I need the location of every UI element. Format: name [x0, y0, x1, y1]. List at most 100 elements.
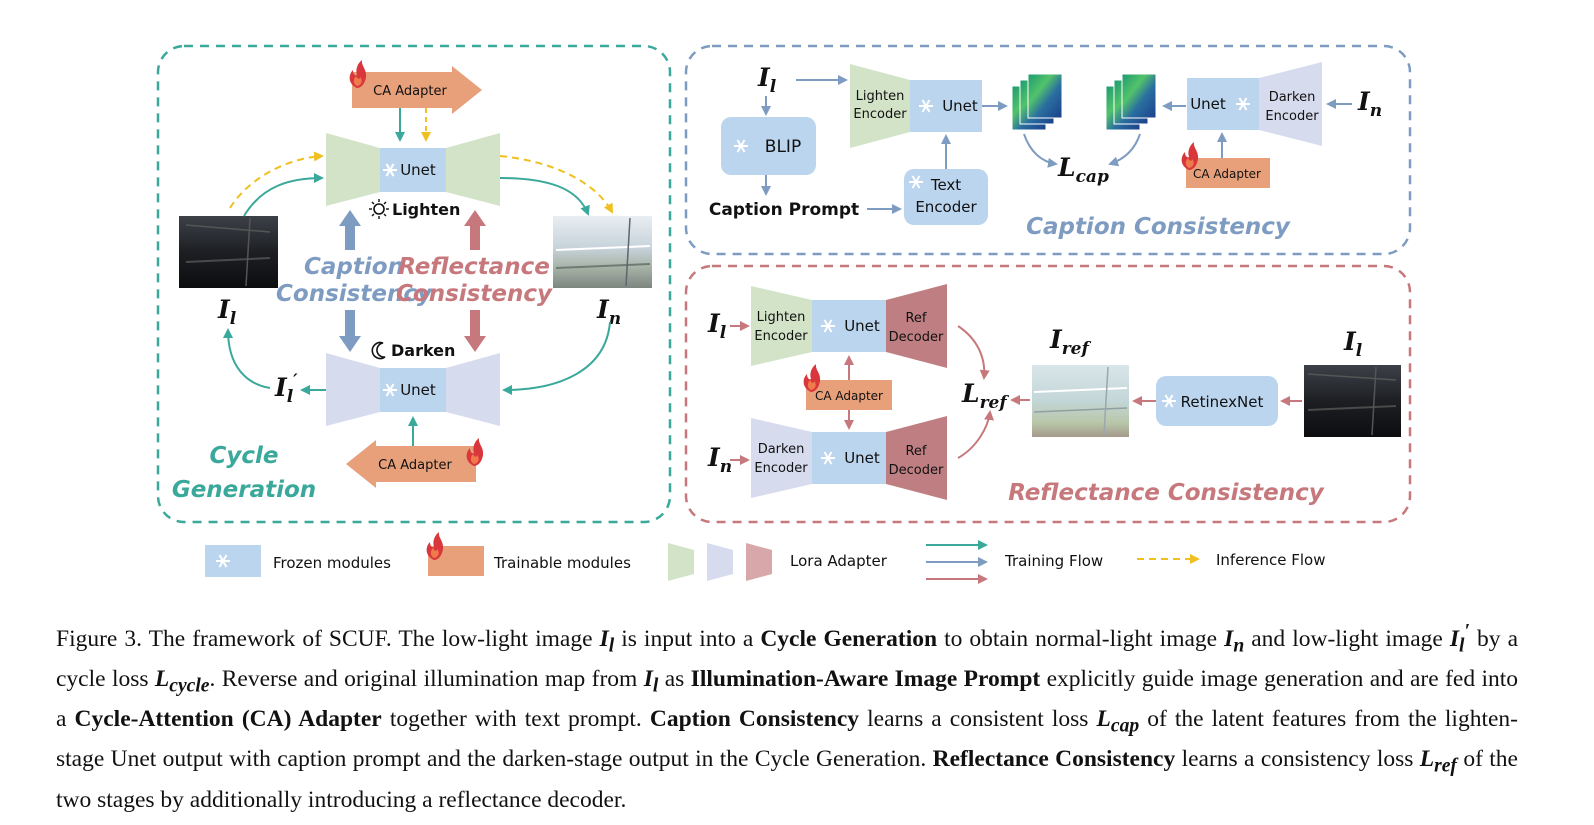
svg-text:Decoder: Decoder: [889, 330, 944, 345]
svg-text:CA Adapter: CA Adapter: [1193, 167, 1261, 181]
train-flow-out-to-darken: [502, 321, 611, 395]
input-il-label: Il: [217, 295, 237, 329]
ref-low-light-image: [1304, 365, 1401, 437]
cycle-generation-title: Cycle: [210, 443, 279, 469]
reflectance-consistency-label-2: Consistency: [396, 281, 553, 307]
cycle-bottom-ca-adapter: CA Adapter: [346, 438, 484, 488]
ref-ca-adapter: CA Adapter: [803, 364, 892, 410]
legend-lora-green: [668, 543, 694, 581]
cycle-generation-panel: [156, 44, 672, 524]
reflectance-up-arrow: [464, 210, 486, 250]
svg-text:Text: Text: [930, 176, 961, 194]
svg-text:Encoder: Encoder: [754, 461, 808, 476]
ref-in-in: In: [707, 443, 732, 477]
svg-text:Darken: Darken: [758, 442, 805, 457]
svg-text:Encoder: Encoder: [1265, 109, 1319, 124]
train-flow-unet-to-out: [499, 177, 590, 216]
legend-inference-label: Inference Flow: [1216, 551, 1326, 569]
caption-consistency-title: Caption Consistency: [1026, 214, 1291, 240]
ref-bottom-decoder: Ref Decoder: [886, 416, 947, 500]
reflectance-consistency-title: Reflectance Consistency: [1008, 480, 1325, 506]
ref-top-unet: Unet: [812, 300, 886, 352]
legend-lora-label: Lora Adapter: [790, 552, 888, 570]
reflectance-consistency-panel: [684, 264, 1412, 524]
ref-in-il: Il: [707, 309, 727, 343]
framework-diagram: CA Adapter Unet Lighten Unet Darken CA A…: [156, 44, 1412, 584]
train-flow-recon-to-in: [223, 328, 271, 389]
svg-text:CA Adapter: CA Adapter: [373, 84, 447, 99]
cycle-darken-unet: Unet: [326, 353, 500, 426]
svg-text:Lighten: Lighten: [757, 310, 806, 325]
svg-text:Lighten: Lighten: [856, 89, 905, 104]
recon-il-prime-label: Il′: [274, 371, 298, 407]
caption-consistency-panel: [684, 44, 1412, 256]
svg-text:BLIP: BLIP: [765, 137, 801, 157]
cap-right-in: In: [1357, 87, 1382, 121]
caption-consistency-label-2: Consistency: [276, 281, 433, 307]
cap-lighten-unet: Unet: [910, 80, 982, 132]
legend-lora-lavender: [707, 543, 733, 581]
normal-light-image: [553, 216, 652, 288]
legend-trainable-label: Trainable modules: [493, 554, 631, 572]
cap-lighten-encoder: Lighten Encoder: [850, 64, 910, 148]
feat-to-lcap-right: [1108, 133, 1141, 167]
svg-text:Unet: Unet: [400, 381, 436, 399]
svg-text:Unet: Unet: [1190, 95, 1226, 113]
svg-text:Ref: Ref: [905, 444, 926, 459]
inference-flow-out: [499, 155, 613, 214]
text-encoder-module: Text Encoder: [904, 169, 988, 225]
caption-consistency-label: Caption: [304, 254, 404, 280]
cap-darken-unet: Unet: [1187, 78, 1259, 130]
cap-darken-encoder: Darken Encoder: [1259, 62, 1322, 146]
legend-frozen-label: Frozen modules: [273, 554, 391, 572]
svg-text:Encoder: Encoder: [915, 198, 977, 216]
svg-text:Encoder: Encoder: [853, 107, 907, 122]
caption-up-arrow: [339, 210, 361, 250]
ref-darken-encoder: Darken Encoder: [751, 418, 812, 498]
svg-text:Unet: Unet: [844, 317, 880, 335]
svg-text:Unet: Unet: [844, 449, 880, 467]
lcap-label: Lcap: [1057, 153, 1109, 187]
darken-feature-maps: [1105, 73, 1157, 131]
ref-bottom-unet: Unet: [812, 432, 886, 484]
ref-lighten-encoder: Lighten Encoder: [751, 286, 812, 366]
caption-prompt-label: Caption Prompt: [709, 200, 859, 220]
low-light-image: [179, 216, 278, 288]
darken-label: Darken: [391, 341, 455, 360]
sun-icon: [369, 199, 389, 219]
train-flow-in-to-unet: [243, 173, 324, 217]
moon-icon: [371, 341, 386, 360]
svg-text:Encoder: Encoder: [754, 329, 808, 344]
svg-text:Ref: Ref: [905, 311, 926, 326]
lighten-feature-maps: [1011, 73, 1063, 131]
svg-text:CA Adapter: CA Adapter: [815, 389, 883, 403]
iref-label: Iref: [1049, 325, 1091, 359]
output-in-label: In: [596, 295, 621, 329]
caption-down-arrow: [339, 310, 361, 352]
ref-top-to-lref: [957, 325, 990, 380]
cap-input-il: Il: [757, 63, 777, 97]
lref-label: Lref: [961, 379, 1009, 413]
reflectance-image: [1032, 365, 1129, 437]
ref-top-decoder: Ref Decoder: [886, 284, 947, 368]
blip-module: BLIP: [721, 117, 816, 175]
svg-text:Unet: Unet: [942, 97, 978, 115]
ref-bottom-to-lref: [957, 410, 994, 459]
legend-lora-rose: [746, 543, 772, 581]
reflectance-down-arrow: [464, 310, 486, 352]
feat-to-lcap-left: [1023, 133, 1058, 168]
legend: Frozen modules Trainable modules Lora Ad…: [205, 532, 1326, 584]
legend-training-label: Training Flow: [1004, 552, 1103, 570]
ref-right-il: Il: [1343, 327, 1363, 361]
svg-text:Unet: Unet: [400, 161, 436, 179]
svg-text:CA Adapter: CA Adapter: [378, 458, 452, 473]
svg-text:Decoder: Decoder: [889, 463, 944, 478]
legend-frozen-swatch: [205, 545, 261, 577]
inference-flow-in: [229, 151, 324, 209]
svg-text:RetinexNet: RetinexNet: [1181, 393, 1264, 411]
flame-icon: [466, 438, 484, 466]
svg-text:Darken: Darken: [1269, 90, 1316, 105]
cycle-lighten-unet: Unet: [326, 133, 500, 206]
lighten-label: Lighten: [392, 200, 460, 219]
figure-caption: Figure 3. The framework of SCUF. The low…: [56, 621, 1519, 813]
